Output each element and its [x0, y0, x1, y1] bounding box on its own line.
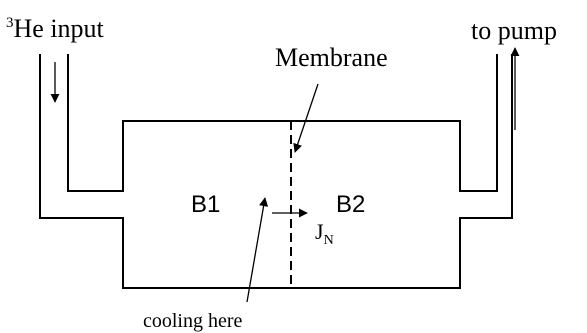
- pump-label: to pump: [471, 16, 557, 45]
- membrane-pointer: [293, 83, 319, 153]
- chamber-outline: [39, 54, 513, 289]
- cooling-pointer: [246, 197, 269, 303]
- input-label: 3He input: [6, 14, 105, 43]
- b2-label: B2: [336, 191, 365, 218]
- cooling-label: cooling here: [143, 310, 243, 332]
- b1-label: B1: [191, 191, 220, 218]
- flux-label: JN: [315, 219, 334, 248]
- membrane-label: Membrane: [275, 43, 388, 72]
